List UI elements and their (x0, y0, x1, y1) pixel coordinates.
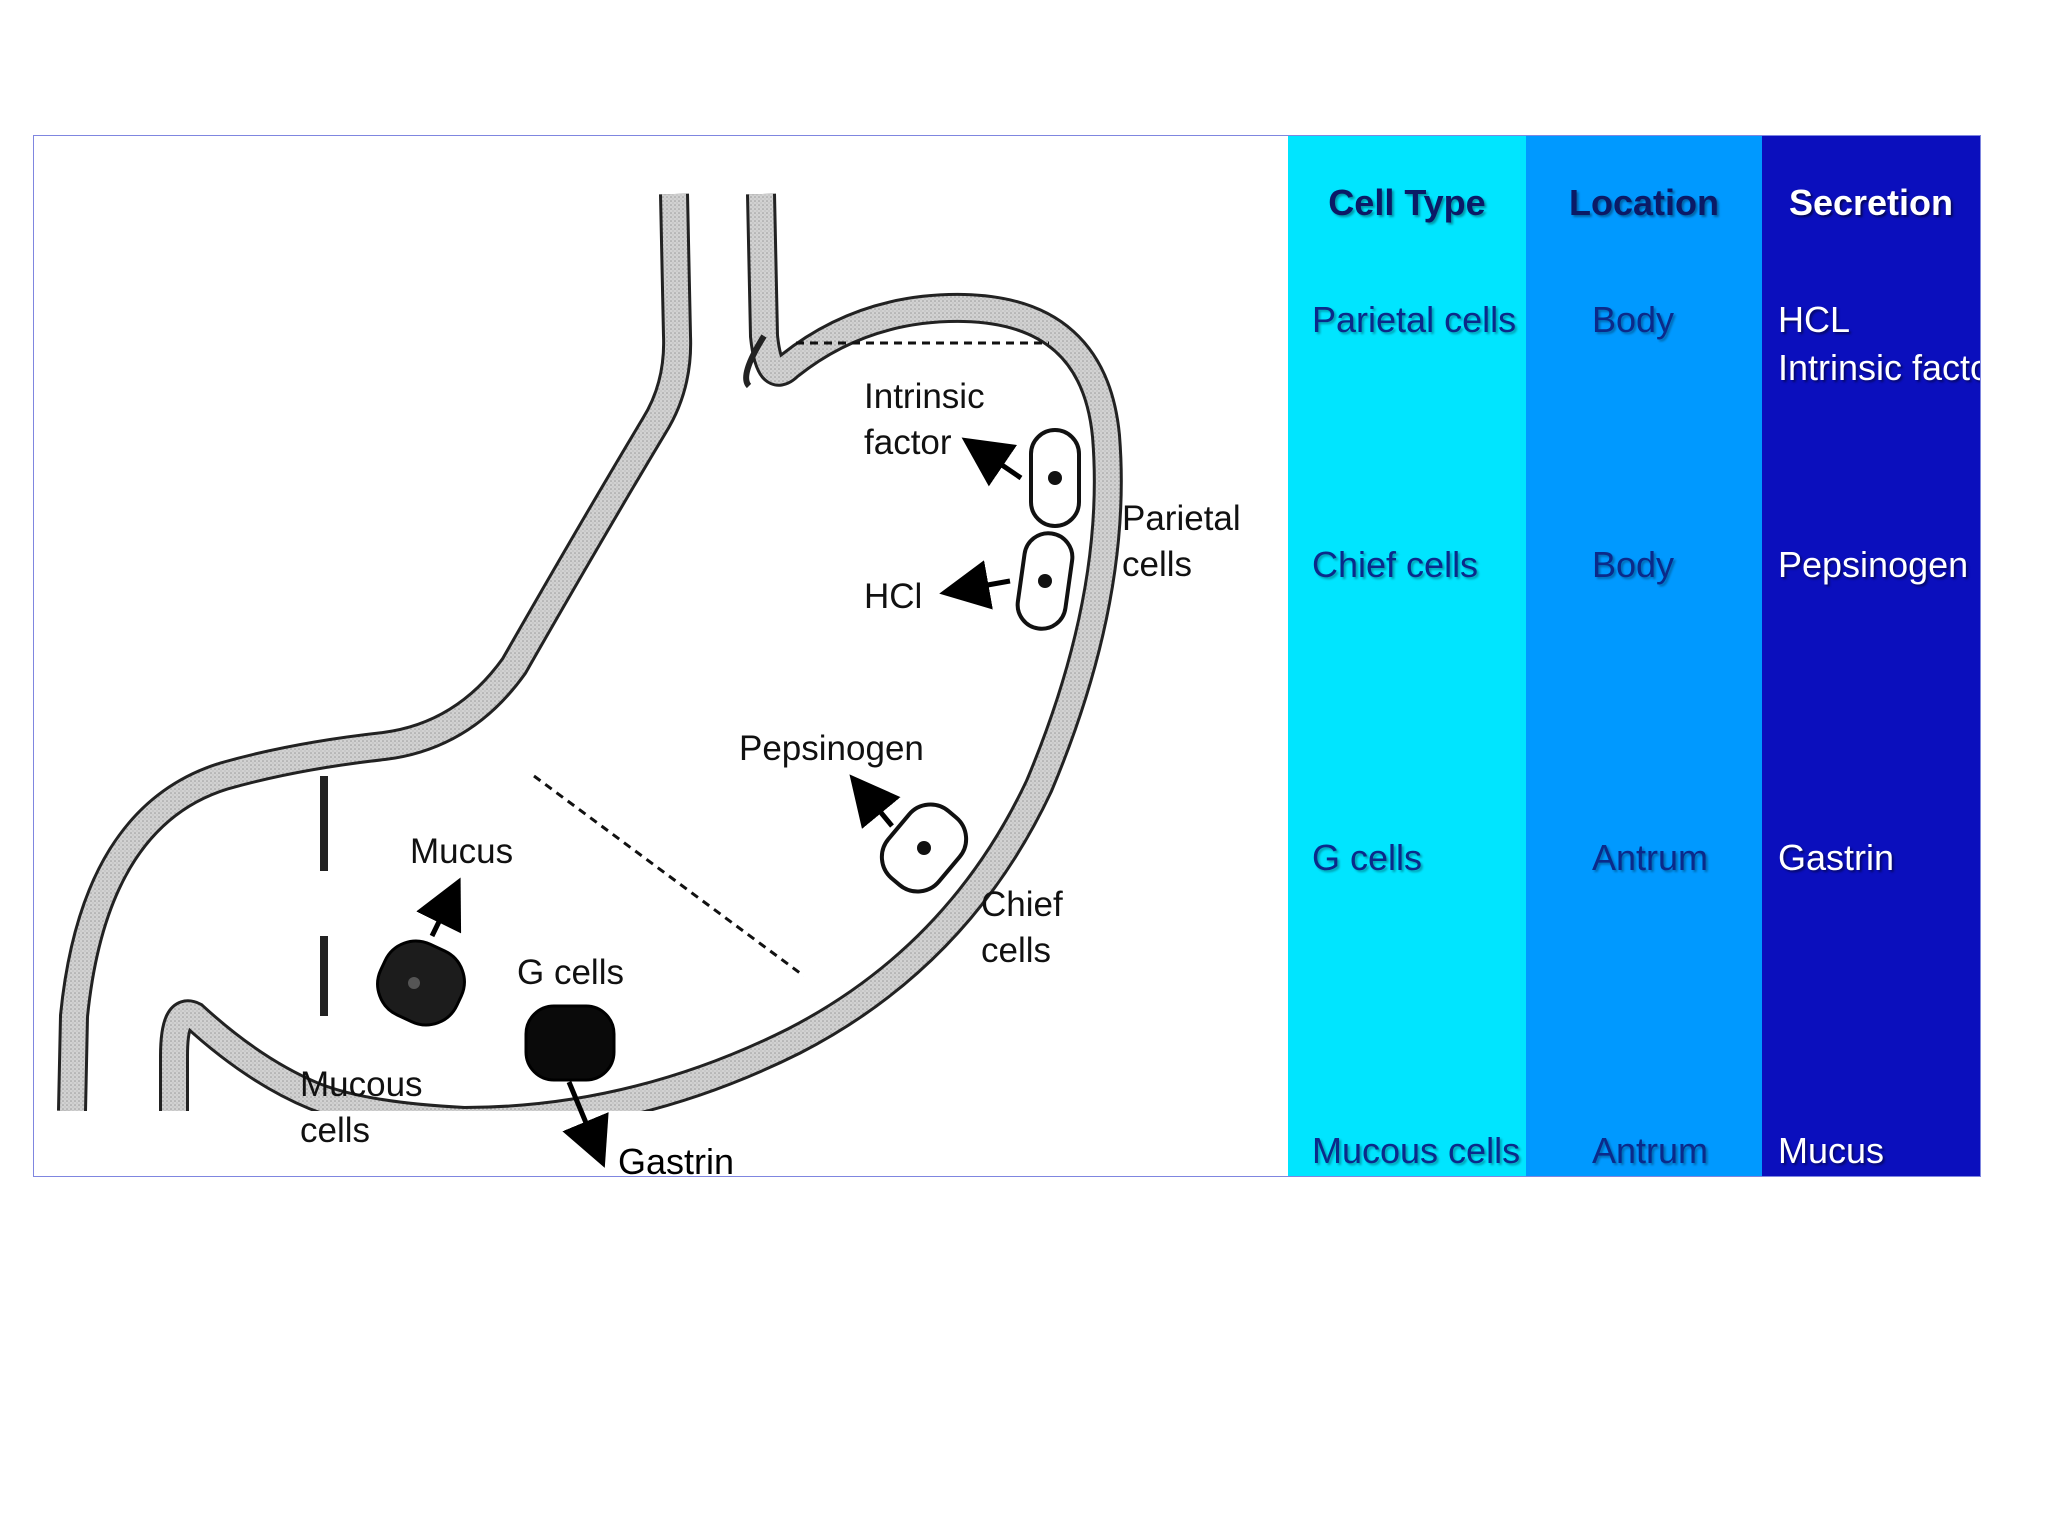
chief-cell (879, 802, 969, 894)
location-row-1: Body (1592, 299, 1675, 340)
secretion-row-3: Gastrin (1778, 837, 1895, 878)
cell-type-row-2: Chief cells (1312, 544, 1479, 585)
secretion-row-1-line-2: Intrinsic factor (1778, 347, 1980, 388)
label-mucous-1: Mucous (300, 1065, 423, 1104)
cell-type-row-1: Parietal cells (1312, 299, 1517, 340)
content-frame: Intrinsic factor HCl Parietal cells Peps… (33, 135, 1981, 1177)
label-hcl: HCl (864, 577, 922, 616)
arrow-pepsinogen (849, 774, 901, 829)
cell-type-row-3: G cells (1312, 837, 1423, 878)
secretion-row-4: Mucus (1778, 1130, 1885, 1171)
label-parietal-2: cells (1122, 545, 1192, 584)
stomach-wall (34, 193, 1288, 1176)
label-gastrin: Gastrin (618, 1141, 734, 1176)
cell-secretion-table: Cell Type Parietal cells Chief cells G c… (1288, 136, 1980, 1176)
header-location: Location (1569, 182, 1719, 223)
antrum-divider (533, 774, 805, 978)
location-row-2: Body (1592, 544, 1675, 585)
arrow-hcl (939, 560, 1011, 610)
mucous-cell (376, 939, 466, 1027)
stomach-diagram: Intrinsic factor HCl Parietal cells Peps… (34, 136, 1288, 1176)
pylorus-opening (304, 871, 344, 936)
arrow-gastrin (562, 1081, 609, 1168)
column-cell-type: Cell Type Parietal cells Chief cells G c… (1288, 136, 1526, 1176)
label-g-cells: G cells (517, 953, 624, 992)
label-parietal-1: Parietal (1122, 499, 1241, 538)
secretion-row-1: HCL Intrinsic factor (1778, 296, 1980, 392)
column-location: Location Body Body Antrum Antrum (1526, 136, 1762, 1176)
label-chief-1: Chief (981, 885, 1063, 924)
header-cell-type: Cell Type (1328, 182, 1486, 223)
arrow-intrinsic-factor (961, 437, 1023, 487)
label-intrinsic-2: factor (864, 423, 952, 462)
column-secretion: Secretion HCL Intrinsic factor Pepsinoge… (1762, 136, 1980, 1176)
location-row-4: Antrum (1592, 1130, 1709, 1171)
secretion-row-2: Pepsinogen (1778, 544, 1969, 585)
parietal-cell-upper (1029, 428, 1081, 528)
label-mucous-2: cells (300, 1111, 370, 1150)
parietal-cell-lower (1015, 531, 1075, 631)
label-chief-2: cells (981, 931, 1051, 970)
label-pepsinogen: Pepsinogen (739, 729, 924, 768)
stomach-illustration: Intrinsic factor HCl Parietal cells Peps… (34, 193, 1288, 1176)
label-mucus: Mucus (410, 832, 513, 871)
arrow-mucus (416, 877, 462, 938)
header-secretion: Secretion (1788, 182, 1954, 223)
location-row-3: Antrum (1592, 837, 1709, 878)
cell-type-row-4: Mucous cells (1312, 1130, 1521, 1171)
g-cell (524, 1004, 616, 1082)
label-intrinsic-1: Intrinsic (864, 377, 985, 416)
secretion-row-1-line-1: HCL (1778, 299, 1851, 340)
